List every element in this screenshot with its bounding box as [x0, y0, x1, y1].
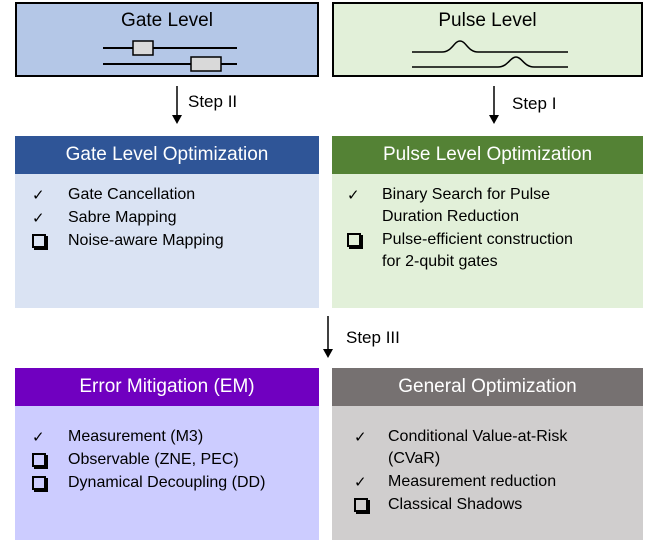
item-text: Noise-aware Mapping — [68, 232, 224, 249]
general-opt-panel: ✓ Conditional Value-at-Risk (CVaR) ✓ Mea… — [332, 406, 643, 540]
item-text: (CVaR) — [388, 450, 441, 467]
item-text: Measurement reduction — [388, 473, 557, 490]
item-text: Binary Search for Pulse — [382, 186, 551, 203]
square-icon — [347, 233, 361, 247]
item-text: for 2-qubit gates — [382, 253, 498, 270]
step-i-label: Step I — [512, 94, 557, 113]
list-item: ✓ Measurement (M3) — [15, 426, 319, 448]
check-icon: ✓ — [354, 428, 367, 446]
list-item: Observable (ZNE, PEC) — [15, 449, 319, 471]
pulse-opt-panel: ✓ Binary Search for Pulse Duration Reduc… — [332, 174, 643, 308]
list-item: ✓ Gate Cancellation — [15, 184, 319, 206]
item-text: Conditional Value-at-Risk — [388, 428, 568, 445]
gate-opt-panel: ✓ Gate Cancellation ✓ Sabre Mapping Nois… — [15, 174, 319, 308]
item-text: Observable (ZNE, PEC) — [68, 451, 239, 468]
list-item: ✓ Binary Search for Pulse Duration Reduc… — [332, 184, 643, 228]
step-iii-label: Step III — [346, 328, 400, 347]
check-icon: ✓ — [347, 186, 360, 204]
item-text: Pulse-efficient construction — [382, 231, 573, 248]
list-item: Classical Shadows — [332, 494, 643, 516]
gate-opt-header: Gate Level Optimization — [15, 136, 319, 174]
square-icon — [32, 234, 46, 248]
step-iii-arrow — [323, 316, 333, 358]
pulse-opt-header: Pulse Level Optimization — [332, 136, 643, 174]
pulse-level-title: Pulse Level — [438, 10, 537, 31]
step-ii-label: Step II — [188, 92, 238, 111]
check-icon: ✓ — [32, 186, 45, 204]
step-i-arrow — [489, 86, 499, 124]
list-item: Dynamical Decoupling (DD) — [15, 472, 319, 494]
item-text: Duration Reduction — [382, 208, 519, 225]
gate-level-title: Gate Level — [121, 10, 213, 31]
step-ii-arrow — [172, 86, 182, 124]
item-text: Classical Shadows — [388, 496, 523, 513]
item-text: Gate Cancellation — [68, 186, 196, 203]
item-text: Sabre Mapping — [68, 209, 177, 226]
list-item: ✓ Measurement reduction — [332, 471, 643, 493]
item-text: Dynamical Decoupling (DD) — [68, 474, 266, 491]
list-item: Pulse-efficient construction for 2-qubit… — [332, 229, 643, 273]
list-item: ✓ Conditional Value-at-Risk (CVaR) — [332, 426, 643, 470]
em-panel: ✓ Measurement (M3) Observable (ZNE, PEC)… — [15, 406, 319, 540]
square-icon — [32, 453, 46, 467]
list-item: Noise-aware Mapping — [15, 230, 319, 252]
check-icon: ✓ — [32, 428, 45, 446]
list-item: ✓ Sabre Mapping — [15, 207, 319, 229]
check-icon: ✓ — [32, 209, 45, 227]
em-header: Error Mitigation (EM) — [15, 368, 319, 406]
square-icon — [32, 476, 46, 490]
pulse-level-box: Pulse Level — [332, 2, 643, 77]
pulse-waveform-icon — [412, 40, 568, 68]
check-icon: ✓ — [354, 473, 367, 491]
square-icon — [354, 498, 368, 512]
general-opt-header: General Optimization — [332, 368, 643, 406]
gate-circuit-icon — [103, 40, 237, 72]
item-text: Measurement (M3) — [68, 428, 204, 445]
gate-level-box: Gate Level — [15, 2, 319, 77]
